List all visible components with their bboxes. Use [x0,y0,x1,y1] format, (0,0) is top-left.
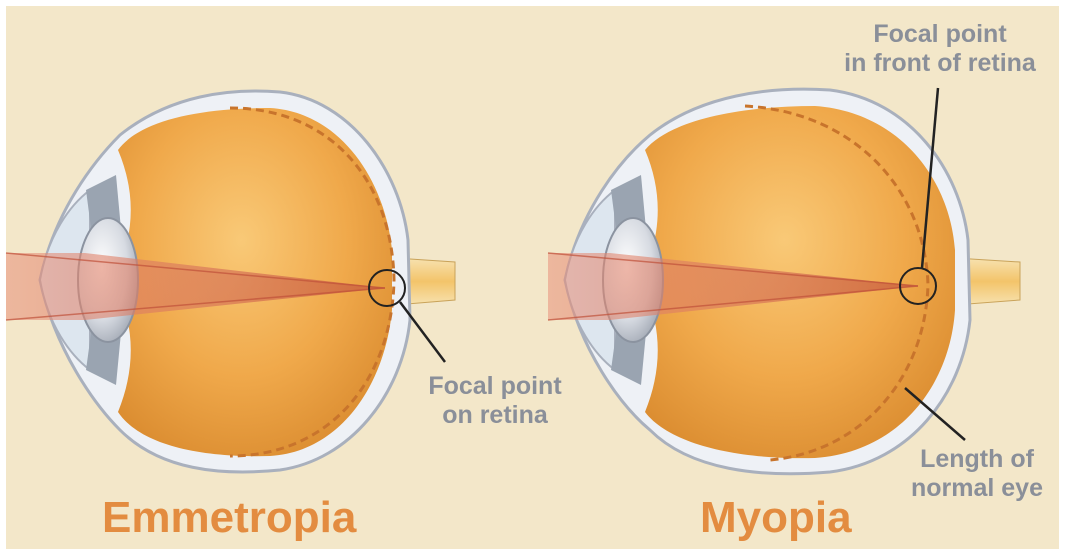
emmetropia-eye [6,91,455,472]
callout-line-1: Focal point [825,20,1055,49]
focal-point-on-retina-label: Focal point on retina [405,372,585,430]
myopia-eye [548,88,1020,474]
callout-line-2: in front of retina [825,49,1055,78]
myopia-title: Myopia [700,493,852,543]
callout-line-2: normal eye [892,474,1062,503]
emmetropia-title: Emmetropia [102,493,356,543]
callout-line-1: Length of [892,445,1062,474]
callout-line-1: Focal point [405,372,585,401]
length-of-normal-eye-label: Length of normal eye [892,445,1062,503]
callout-line-2: on retina [405,401,585,430]
focal-point-in-front-of-retina-label: Focal point in front of retina [825,20,1055,78]
